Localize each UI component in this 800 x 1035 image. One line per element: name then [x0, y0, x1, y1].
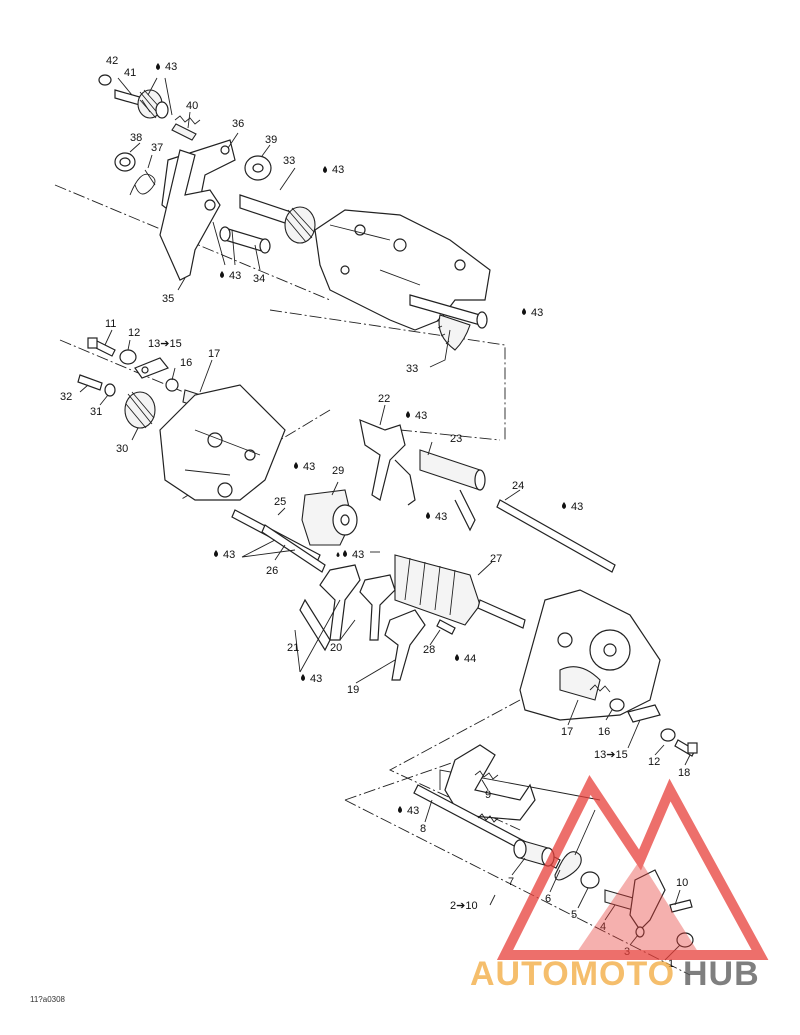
lube-number: 43 [407, 805, 419, 817]
part-label: 5 [571, 909, 577, 921]
lower-right-assembly [519, 589, 698, 757]
part-label: 23 [450, 433, 462, 445]
part-label: 38 [130, 132, 142, 144]
part-label: 39 [265, 134, 277, 146]
alignment-lines [54, 184, 691, 976]
part-label: 13➔15 [594, 749, 628, 761]
watermark-text-secondary: HUB [683, 955, 760, 993]
part-label: 26 [266, 565, 278, 577]
part-label: 42 [106, 55, 118, 67]
lube-drop-icon [455, 654, 459, 661]
bottom-shaft-assembly [413, 744, 694, 948]
part-label: 12 [648, 756, 660, 768]
part-label: 13➔15 [148, 338, 182, 350]
watermark-inner-triangle-icon [575, 860, 700, 955]
part-label: 34 [253, 273, 265, 285]
lube-drop-icon [214, 550, 218, 557]
lube-number: 43 [223, 549, 235, 561]
lubricant-markers: 43 43 43 43 43 43 43 43 43 43 43 43 44 4… [156, 61, 583, 817]
lube-number: 43 [165, 61, 177, 73]
part-label: 1 [668, 958, 674, 970]
drawing-reference-code: 11?a0308 [30, 995, 66, 1004]
part-label: 20 [330, 642, 342, 654]
lube-drop-icon [406, 411, 410, 418]
part-label: 37 [151, 142, 163, 154]
lube-number: 43 [352, 549, 364, 561]
watermark-text-primary: AUTOMOTO [470, 955, 675, 993]
part-label: 21 [287, 642, 299, 654]
lube-number: 43 [229, 270, 241, 282]
part-label: 27 [490, 553, 502, 565]
part-label: 16 [598, 726, 610, 738]
part-label: 32 [60, 391, 72, 403]
lube-drop-icon [562, 502, 566, 509]
part-label: 40 [186, 100, 198, 112]
lube-number: 43 [435, 511, 447, 523]
part-label: 29 [332, 465, 344, 477]
part-label: 25 [274, 496, 286, 508]
lube-number: 43 [303, 461, 315, 473]
part-label: 10 [676, 877, 688, 889]
part-label: 36 [232, 118, 244, 130]
lube-drop-icon [336, 552, 340, 557]
part-label: 30 [116, 443, 128, 455]
lube-number: 43 [415, 410, 427, 422]
part-label: 9 [485, 789, 491, 801]
shift-drum-assembly [231, 419, 616, 681]
lube-drop-icon [426, 512, 430, 519]
part-label: 16 [180, 357, 192, 369]
lube-number: 43 [571, 501, 583, 513]
upper-gear-assembly [98, 74, 491, 351]
part-label: 28 [423, 644, 435, 656]
part-label: 17 [208, 348, 220, 360]
part-label: 19 [347, 684, 359, 696]
part-label: 17 [561, 726, 573, 738]
part-labels: 1 3 4 5 6 7 8 9 10 11 12 12 13➔15 13➔15 … [60, 55, 690, 970]
part-label: 4 [600, 921, 606, 933]
part-label: 12 [128, 327, 140, 339]
middle-left-assembly [77, 337, 286, 501]
part-label: 6 [545, 893, 551, 905]
part-label: 22 [378, 393, 390, 405]
part-label: 2➔10 [450, 900, 478, 912]
lube-number: 43 [531, 307, 543, 319]
part-label: 33 [406, 363, 418, 375]
lube-drop-icon [522, 308, 526, 315]
lube-drop-icon [343, 550, 347, 557]
part-label: 18 [678, 767, 690, 779]
lube-number: 44 [464, 653, 476, 665]
watermark-triangle-icon [496, 775, 769, 960]
part-label: 8 [420, 823, 426, 835]
lube-drop-icon [220, 271, 224, 278]
lube-drop-icon [301, 674, 305, 681]
part-label: 41 [124, 67, 136, 79]
lube-number: 43 [310, 673, 322, 685]
lube-drop-icon [323, 166, 327, 173]
lube-number: 43 [332, 164, 344, 176]
lube-drop-icon [294, 462, 298, 469]
part-label: 35 [162, 293, 174, 305]
part-label: 33 [283, 155, 295, 167]
part-label: 24 [512, 480, 524, 492]
part-label: 11 [105, 318, 116, 330]
part-label: 31 [90, 406, 102, 418]
lube-drop-icon [156, 63, 160, 70]
watermark-logo: AUTOMOTO HUB [470, 775, 769, 993]
part-label: 7 [508, 876, 514, 888]
lube-drop-icon [398, 806, 402, 813]
